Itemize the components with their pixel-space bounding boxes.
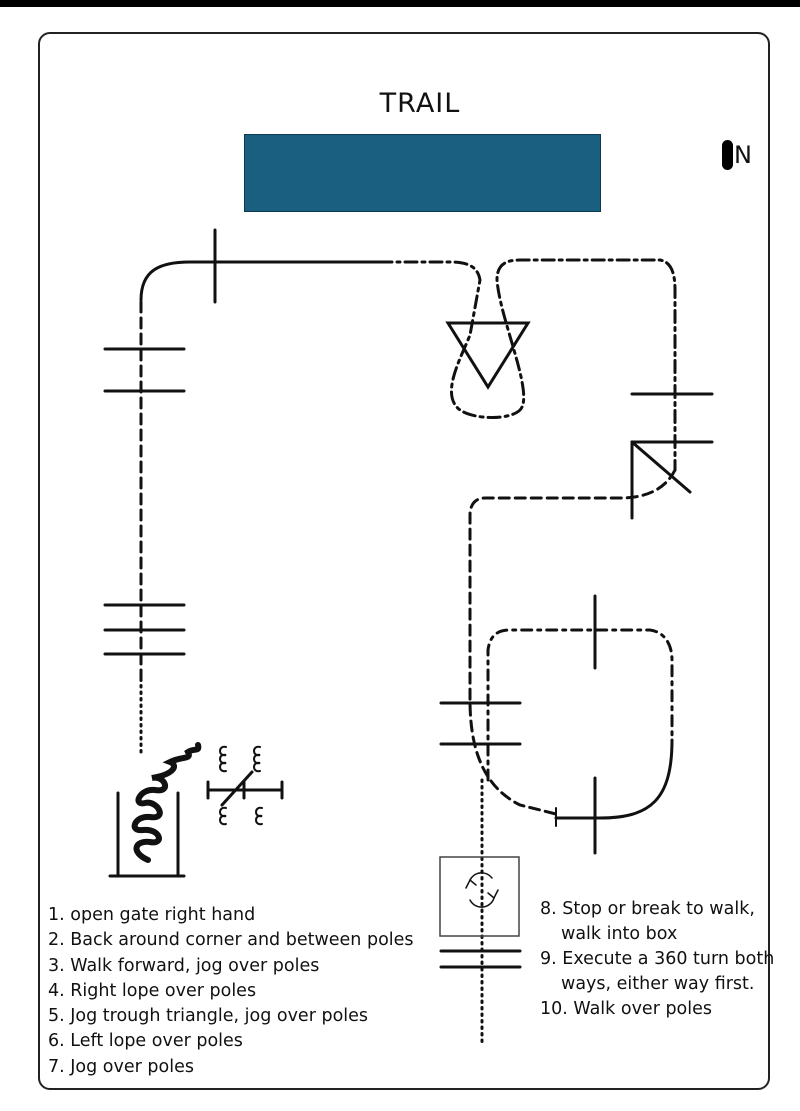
sponsor-box [244,134,601,212]
corner-pole [630,440,692,520]
poles-bottom-pair [439,949,522,969]
dashed-path-lower-loop [486,628,674,782]
poles-left-pair [103,347,186,393]
step-item: 5. Jog trough triangle, jog over poles [48,1006,369,1027]
loop-4 [255,806,263,826]
course-frame [38,32,770,1090]
solid-path-lower-right [554,738,674,820]
step-item: 9. Execute a 360 turn both ways, either … [540,949,775,994]
step-item: 8. Stop or break to walk, walk into box [540,899,755,944]
poles-left-triple [103,603,186,656]
poles-middle-pair [439,701,522,746]
turn-box [439,856,520,937]
step-item: 2. Back around corner and between poles [48,930,414,951]
step-item: 1. open gate right hand [48,905,256,925]
loop-1 [219,745,227,773]
dashed-path-right-loop [468,468,677,817]
step-item: 10. Walk over poles [540,999,713,1019]
backup-loops [219,745,263,826]
north-label: N [734,141,752,169]
page-title: TRAIL [379,88,461,119]
backup-pole-diagonal [220,770,254,807]
steps-right-list: 8. Stop or break to walk, walk into box … [540,897,791,1022]
step-item: 4. Right lope over poles [48,980,257,1001]
dashed-path-top-to-triangle [378,258,677,472]
steps-left-list: 1. open gate right hand 2. Back around c… [48,903,414,1080]
step-item: 6. Left lope over poles [48,1031,243,1052]
trail-triangle [445,321,531,390]
loop-3 [219,806,227,826]
gate-squiggle-path [131,742,202,863]
poles-right-pair [630,392,714,444]
top-border [0,0,800,7]
step-item: 7. Jog over poles [48,1056,194,1077]
solid-path-top [139,260,382,302]
rotate-360-icon [465,872,499,908]
step-item: 3. Walk forward, jog over poles [48,955,320,976]
gate [108,791,186,878]
loop-2 [253,745,261,773]
backup-poles [206,770,284,807]
north-marker-icon [722,140,733,170]
north-indicator: N [722,137,752,173]
